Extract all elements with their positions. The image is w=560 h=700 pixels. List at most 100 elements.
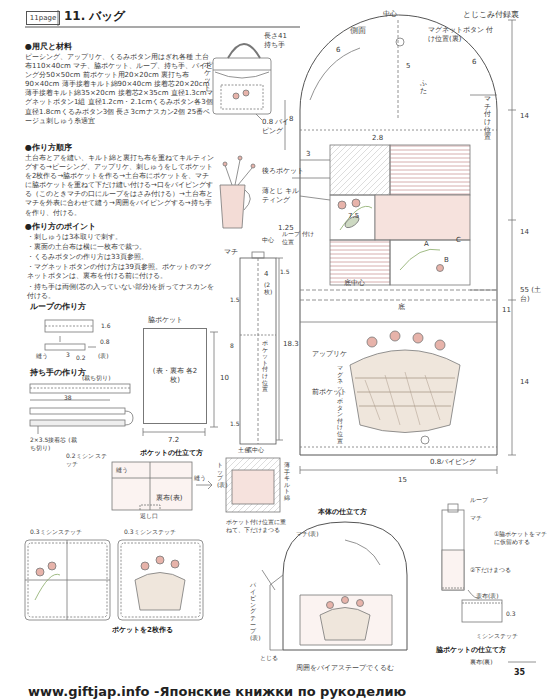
pattern-label: 返し口	[140, 512, 158, 520]
pattern-label: 55 (土台)	[520, 286, 548, 304]
pattern-label: 4	[264, 270, 268, 279]
pattern-label: マチ	[224, 248, 238, 257]
pattern-label: 2×3.5接着芯 (裁ち切り)	[30, 436, 78, 452]
section-heading: ポケットの仕立て方	[140, 449, 203, 458]
pattern-label: 0.8	[100, 338, 110, 346]
pattern-label: 18.3	[283, 340, 299, 349]
pattern-label: 0.3	[506, 610, 516, 618]
pattern-piece: 脇ポケット (表・裏布 各2枚)	[140, 316, 210, 428]
instruction-text: ・持ち手は両側(芯の入っていない部分)を折ってナスカンを付ける。	[27, 283, 217, 301]
pattern-label: 中心	[262, 236, 274, 244]
section-heading: 35	[514, 668, 525, 678]
section-heading: ●作り方のポイント	[25, 222, 96, 232]
page-title: 11. バッグ	[64, 9, 125, 25]
pattern-label: 3	[66, 351, 70, 359]
instruction-text: ・裏面の土台布は横に一枚布で裁つ。	[27, 243, 217, 252]
section-heading: ●作り方順序	[25, 143, 72, 153]
section-heading: ループの作り方	[30, 302, 86, 312]
pattern-label: 縫う	[36, 352, 48, 360]
pattern-label: (2枚)	[264, 282, 270, 295]
pattern-label: 0.2	[76, 354, 86, 362]
page-tag-text: 11page	[27, 12, 59, 24]
pattern-label: 14	[520, 228, 529, 237]
pattern-label: 土台	[238, 446, 250, 454]
pattern-label: 0.2ミシン ステッチ	[66, 452, 108, 468]
pattern-label: 1.5	[280, 268, 290, 276]
section-heading: www.giftjap.info -Японские книжки по рук…	[28, 684, 406, 700]
pattern-label: パイピングテープ(表)	[250, 582, 256, 641]
pattern-label: 底	[398, 303, 405, 312]
piece-heading: 脇ポケット	[148, 316, 183, 325]
pattern-label: 14	[520, 378, 529, 387]
pattern-label: 2.8	[372, 134, 383, 143]
pattern-label: マグネットボタン 付け位置(裏)	[428, 26, 500, 44]
pattern-label: 3	[306, 150, 310, 159]
pattern-label: 周囲をバイアステープでくるむ	[296, 664, 394, 673]
pattern-label: 後ろポケット	[262, 167, 304, 176]
pattern-label: (裁ち切り)	[82, 374, 111, 382]
section-heading: 本体の仕立て方	[318, 508, 367, 517]
pattern-label: 7.2	[168, 436, 179, 445]
pattern-label: 14	[520, 112, 529, 121]
instruction-text: ピーシング、アップリケ、くるみボタン用はぎれ各種 土台布110×40cm マチ、…	[25, 53, 215, 126]
section-heading: 持ち手の作り方	[30, 368, 86, 378]
pattern-label: トップ(表)	[217, 462, 223, 488]
pattern-label: マチ(表)	[296, 530, 319, 538]
section-heading: 脇ポケットの仕立て方	[436, 646, 506, 655]
instruction-text: ・くるみボタンの作り方は33頁参照。	[27, 253, 217, 262]
section-heading: ポケットを2枚作る	[112, 626, 173, 635]
pattern-label: 5	[406, 62, 410, 71]
pattern-label: 裏布(裏)	[470, 658, 493, 666]
pattern-label: 長さ41 持ち手	[264, 32, 294, 50]
pattern-label: 側面	[350, 26, 366, 36]
pattern-label: 7.5	[348, 212, 359, 221]
pattern-label: マチ付け位置	[484, 96, 491, 142]
pattern-label: 6	[472, 58, 476, 67]
pattern-label: 0.3ミシンステッチ	[30, 528, 82, 536]
instruction-text: ・マグネットボタンの付け方は39頁参照。ポケットのマグネットボタンは、裏布を付け…	[27, 263, 217, 281]
pattern-label: ループ	[470, 496, 488, 504]
pattern-label: ポケット	[204, 62, 211, 93]
pattern-label: ループ 付け位置	[282, 230, 314, 246]
piece-note: (表・裏布 各2枚)	[148, 367, 202, 385]
pattern-label: 10	[220, 374, 229, 383]
pattern-label: 底中心	[344, 279, 365, 288]
pattern-label: C	[456, 236, 461, 245]
pattern-label: 6	[336, 46, 340, 55]
pattern-label: 15	[398, 476, 407, 485]
section-heading: ●用尺と材料	[25, 42, 72, 52]
pattern-label: 11	[502, 306, 511, 315]
pattern-label: アップリケ	[312, 350, 347, 359]
pattern-label: ふた	[420, 80, 427, 95]
pattern-label: ポケット付け位置に重ねて、下だけまつる	[226, 518, 288, 534]
pattern-label: 8	[289, 115, 293, 124]
pattern-label: 縫う	[116, 466, 128, 474]
pattern-label: ①脇ポケットをマチに仮留めする	[494, 530, 552, 546]
pattern-label: A	[424, 240, 429, 249]
instruction-text: ・刺しゅうは3本取りで刺す。	[27, 233, 217, 242]
pattern-label: 裏布(表)	[156, 494, 182, 503]
pattern-label: 薄手キルト綿	[284, 462, 290, 502]
pattern-label: 0.8パイピング	[430, 458, 476, 467]
pattern-label: ポケット付け位置	[262, 340, 268, 393]
pattern-label: ②下だけまつる	[470, 566, 511, 574]
instruction-text: 土台布とアを縫い、キルト綿と裏打ち布を重ねてキルティングする→ピーシング、アップ…	[25, 154, 215, 218]
pattern-label: 1.5	[230, 296, 240, 304]
pattern-label: 中心	[383, 10, 397, 19]
pattern-label: マグネットボタン付け位置	[337, 365, 343, 444]
page-tag: 11page	[26, 11, 60, 25]
pattern-label: とじる	[260, 654, 278, 662]
pattern-label: 縫う	[194, 474, 206, 482]
pattern-label: マチ	[470, 514, 482, 522]
pattern-label: 1.5	[230, 420, 240, 428]
pattern-label: 薄とじ キルティング	[262, 187, 302, 205]
pattern-label: ミシンステッチ	[476, 632, 518, 640]
pattern-label: B	[444, 256, 449, 265]
pattern-label: (表)	[98, 352, 109, 360]
pattern-label: 1.6	[101, 322, 111, 330]
pattern-label: とじこみ付録裏	[463, 10, 519, 20]
pattern-label: 38	[64, 394, 72, 402]
pattern-label: 8	[230, 342, 234, 350]
pattern-label: 表布(表)	[476, 592, 499, 600]
pattern-label: 0.3ミシンステッチ	[124, 528, 176, 536]
